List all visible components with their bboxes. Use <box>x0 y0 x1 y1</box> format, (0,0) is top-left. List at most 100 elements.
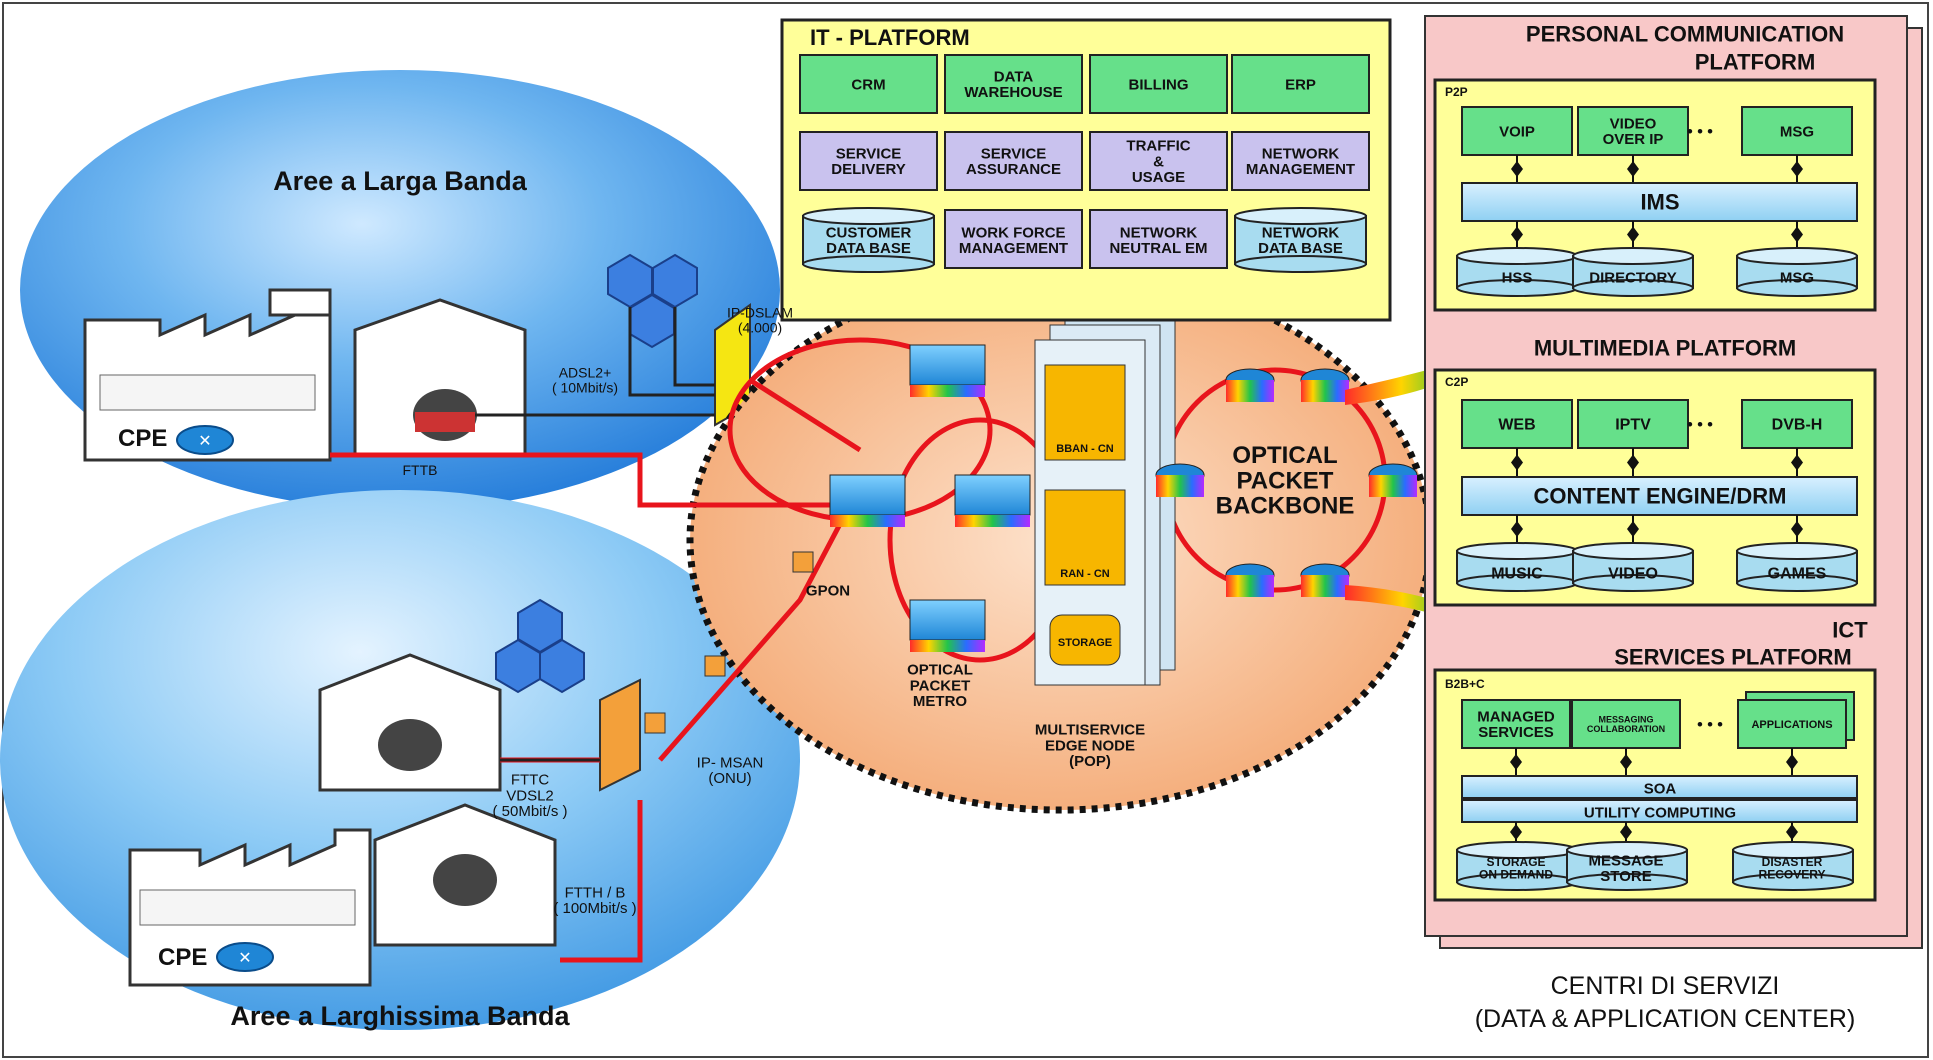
connector-diamond-icon <box>1620 754 1632 770</box>
it-platform-title: IT - PLATFORM <box>810 25 970 50</box>
it-box-label: TRAFFIC <box>1126 138 1190 155</box>
platform-database <box>1732 841 1854 891</box>
edge-node-label: EDGE NODE <box>1045 737 1135 754</box>
edge-node-label: MULTISERVICE <box>1035 722 1145 739</box>
it-box-label: BILLING <box>1129 76 1189 93</box>
db-label: RECOVERY <box>1759 868 1826 882</box>
ellipsis-label: • • • <box>1697 717 1723 734</box>
it-box-label: MANAGEMENT <box>959 240 1068 257</box>
connector-diamond-icon <box>1627 454 1639 471</box>
platform-tag: P2P <box>1445 85 1468 99</box>
db-label: ON DEMAND <box>1479 868 1553 882</box>
app-box <box>1577 106 1689 156</box>
it-box <box>944 131 1083 191</box>
it-box-label: CUSTOMER <box>826 224 912 241</box>
app-label: VOIP <box>1499 123 1535 140</box>
platform-database <box>1572 542 1694 592</box>
fttc-label: ( 50Mbit/s ) <box>492 803 567 820</box>
ellipsis-label: • • • <box>1687 124 1713 141</box>
db-label: GAMES <box>1768 566 1827 583</box>
it-box-label: NETWORK <box>1120 224 1198 241</box>
db-label: STORAGE <box>1486 855 1545 869</box>
db-label: MSG <box>1780 269 1814 286</box>
house-bottom-icon <box>373 803 557 947</box>
optical-backbone-label: OPTICAL <box>1232 442 1337 469</box>
it-box-label: DATA <box>994 68 1034 85</box>
platform-database <box>1736 247 1858 297</box>
msan-splitter-icon <box>644 712 666 734</box>
it-box-label: & <box>1153 153 1164 170</box>
it-box-label: NEUTRAL EM <box>1109 240 1207 257</box>
wireless-cells-bottom-icon <box>495 598 585 694</box>
bban-label: BBAN - CN <box>1056 443 1113 455</box>
edge-node-label: (POP) <box>1069 753 1111 770</box>
it-box <box>1231 131 1370 191</box>
it-box <box>1089 54 1228 114</box>
connector-diamond-icon <box>1627 226 1639 243</box>
it-box <box>944 209 1083 269</box>
connector-diamond-icon <box>1510 824 1522 840</box>
it-box <box>1231 54 1370 114</box>
it-box-label: WAREHOUSE <box>964 84 1062 101</box>
platform-database <box>1456 542 1578 592</box>
app-label: OVER IP <box>1603 131 1664 148</box>
platform-database <box>1736 542 1858 592</box>
platform-title: ICT <box>1832 618 1868 643</box>
router-icon: ✕ <box>176 425 234 455</box>
svg-text:✕: ✕ <box>198 433 211 450</box>
onu-splitter-icon <box>704 655 726 677</box>
platform-title: SERVICES PLATFORM <box>1614 645 1852 670</box>
platform-title: MULTIMEDIA PLATFORM <box>1534 336 1796 361</box>
connector-diamond-icon <box>1791 226 1803 243</box>
app-box <box>1737 699 1847 749</box>
connector-diamond-icon <box>1511 454 1523 471</box>
footer-line-2: (DATA & APPLICATION CENTER) <box>1475 1005 1856 1033</box>
db-label: MESSAGE <box>1588 852 1663 869</box>
utility-label: UTILITY COMPUTING <box>1584 804 1736 821</box>
it-box <box>944 54 1083 114</box>
house-middle-icon <box>318 653 502 792</box>
app-label: COLLABORATION <box>1587 724 1665 734</box>
it-box-label: USAGE <box>1132 169 1185 186</box>
content-engine-bar <box>1461 476 1858 516</box>
modem-icon <box>413 389 477 441</box>
it-box-label: ASSURANCE <box>966 161 1061 178</box>
copper-links <box>475 307 715 762</box>
app-label: DVB-H <box>1772 417 1823 434</box>
adsl-label: ( 10Mbit/s) <box>552 379 618 395</box>
app-label: MSG <box>1780 123 1814 140</box>
ip-msan-icon <box>599 678 641 792</box>
diagram-labels: ADSL2+( 10Mbit/s)FTTBIP-DSLAM(4.000)GPON… <box>403 22 1869 1033</box>
db-label: HSS <box>1502 269 1533 286</box>
cpe-top-label: CPE <box>118 425 167 452</box>
optical-packet-metro-label: METRO <box>913 693 967 710</box>
utility-bar <box>1461 799 1858 823</box>
ellipsis-label: • • • <box>1687 417 1713 434</box>
connector-diamond-icon <box>1627 161 1639 177</box>
ims-label: IMS <box>1640 190 1679 215</box>
app-label: APPLICATIONS <box>1751 719 1832 731</box>
broadband-area-title: Aree a Larga Banda <box>273 166 528 196</box>
soa-label: SOA <box>1644 780 1677 797</box>
ftth-label: ( 100Mbit/s ) <box>553 900 636 917</box>
it-box-label: DELIVERY <box>831 161 905 178</box>
it-box <box>799 54 938 114</box>
ftth-label: FTTH / B <box>565 884 626 901</box>
optical-backbone-label: PACKET <box>1237 467 1334 494</box>
app-box <box>1577 399 1689 449</box>
app-box <box>1461 399 1573 449</box>
ip-msan-label: IP- MSAN <box>697 754 764 771</box>
app-label: MESSAGING <box>1598 714 1653 724</box>
platform-title: PLATFORM <box>1695 50 1816 75</box>
db-label: VIDEO <box>1608 566 1658 583</box>
it-box <box>1089 209 1228 269</box>
metro-router-icon <box>829 344 1031 652</box>
app-label: SERVICES <box>1478 724 1554 741</box>
it-database <box>1234 207 1367 273</box>
it-box-label: DATA BASE <box>826 240 911 257</box>
storage-label: STORAGE <box>1058 637 1112 649</box>
ran-label: RAN - CN <box>1060 568 1110 580</box>
connector-diamond-icon <box>1511 521 1523 537</box>
app-label: VIDEO <box>1610 115 1657 132</box>
